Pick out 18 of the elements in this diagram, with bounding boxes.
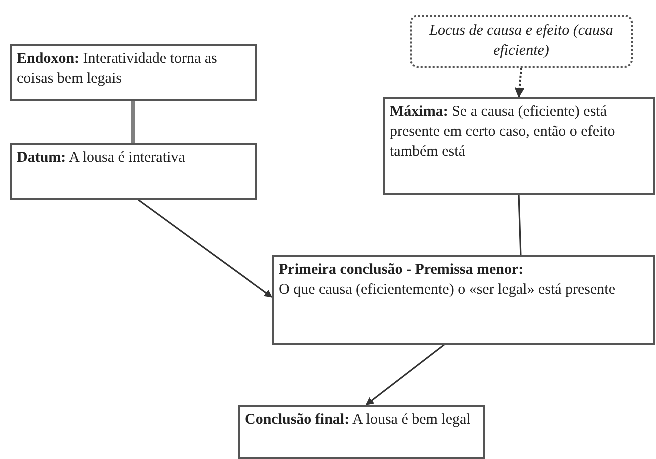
text-box xyxy=(10,44,257,101)
box-text: O que causa (eficientemente) o «ser legal» está presente xyxy=(279,281,617,300)
text-box xyxy=(10,143,257,200)
text-box xyxy=(272,255,655,345)
arrow xyxy=(138,199,273,298)
box-text: Endoxon: Interatividade torna as coisas bem legais xyxy=(17,50,218,89)
dotted-rounded-box xyxy=(410,15,633,68)
box-heading: Primeira conclusão - Premissa menor: xyxy=(279,261,525,280)
text-box xyxy=(383,97,655,195)
arrow xyxy=(514,68,525,98)
box-text: Máxima: Se a causa (eficiente) está presente em certo caso, então o efeito também está xyxy=(390,103,616,162)
connector-line xyxy=(132,101,136,143)
box-text: Locus de causa e efeito (causa eficiente) xyxy=(428,22,614,61)
box-text: Datum: A lousa é interativa xyxy=(17,149,186,168)
box-text: Conclusão final: A lousa é bem legal xyxy=(245,411,472,430)
text-box xyxy=(238,405,485,459)
arrow xyxy=(366,344,445,406)
connector-line xyxy=(518,194,522,256)
